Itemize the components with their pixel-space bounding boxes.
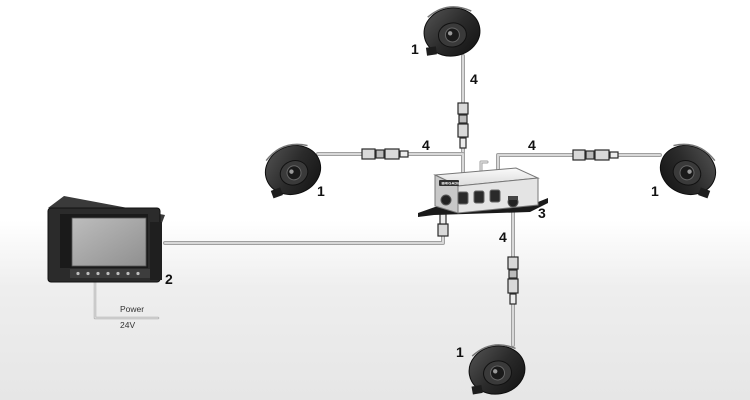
camera-right	[652, 136, 724, 203]
socket-monitor	[440, 194, 452, 206]
callout-labels: 1 4 4 4 1 1 3 4 2 1	[165, 41, 659, 360]
label-camera-top: 1	[411, 41, 419, 57]
cables	[93, 54, 662, 347]
box-sockets	[440, 189, 519, 208]
label-cable-right: 4	[528, 137, 536, 153]
label-control-box: 3	[538, 205, 546, 221]
label-voltage: 24V	[120, 320, 135, 330]
cable-monitor	[163, 208, 445, 245]
label-power: Power	[120, 304, 144, 314]
label-cable-bottom: 4	[499, 229, 507, 245]
socket-cam-2	[473, 190, 485, 204]
monitor-controls	[70, 269, 152, 278]
label-camera-right: 1	[651, 183, 659, 199]
label-camera-left: 1	[317, 183, 325, 199]
connectors	[361, 102, 619, 305]
label-camera-bottom: 1	[456, 344, 464, 360]
label-monitor: 2	[165, 271, 173, 287]
socket-cam-3	[489, 189, 501, 203]
camera-bottom	[464, 339, 530, 400]
socket-cam-1	[457, 191, 469, 205]
monitor-screen	[71, 217, 147, 267]
control-box: BRIGADE	[418, 167, 548, 217]
camera-top	[420, 2, 484, 61]
power-labels: Power 24V	[120, 304, 144, 330]
brand-label: BRIGADE	[442, 181, 461, 186]
label-cable-left: 4	[422, 137, 430, 153]
monitor	[47, 196, 165, 283]
label-cable-top: 4	[470, 71, 478, 87]
brand-badge	[439, 180, 459, 186]
